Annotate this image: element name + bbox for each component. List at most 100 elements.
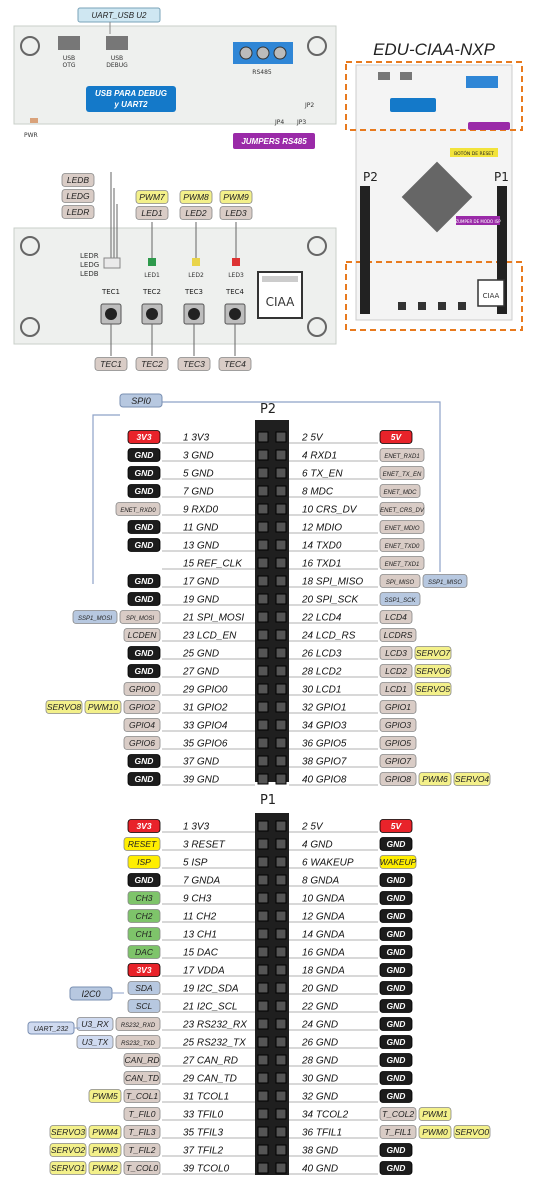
p2-pin	[257, 449, 269, 461]
p2-pin-label-left: 15 REF_CLK	[183, 559, 243, 570]
p1-tag-wakeup: WAKEUP	[379, 855, 417, 869]
p2-tag-servo4-box	[453, 772, 491, 786]
p1-tag-t-fil3: T_FIL3	[123, 1125, 161, 1139]
p1-pin-label-right: 6 WAKEUP	[302, 858, 354, 869]
rgb-tag-ledr-text: LEDR	[67, 207, 90, 217]
p2-tag-gnd-box	[127, 484, 161, 498]
jumpers-label: JUMPERS RS485	[241, 137, 307, 146]
p1-tag-gnd-text: GND	[387, 1145, 406, 1155]
p2-tag-gpio2-text: GPIO2	[129, 702, 155, 712]
p1-pin-label-right: 20 GND	[301, 984, 338, 995]
p1-pin	[257, 820, 269, 832]
p2-tag-lcd3-text: LCD3	[385, 648, 407, 658]
p1-tag-t-fil2: T_FIL2	[123, 1143, 161, 1157]
tec-tag-tec1-box	[94, 357, 128, 371]
p1-tag-ch3: CH3	[127, 891, 161, 905]
p2-pin-label-left: 33 GPIO4	[183, 721, 228, 732]
p1-pin	[275, 910, 287, 922]
p2-tag-enet-txd0: ENET_TXD0	[379, 538, 425, 552]
p1-tag-pwm4: PWM4	[88, 1125, 122, 1139]
p2-tag-enet-crs-dv-text: ENET_CRS_DV	[380, 508, 425, 514]
p2-tag-gnd-box	[127, 772, 161, 786]
p2-tag-servo5-box	[414, 682, 452, 696]
p2-pin-label-left: 1 3V3	[183, 433, 210, 444]
p2-tag-servo4-text: SERVO4	[455, 774, 490, 784]
p2-tag-enet-txd1-box	[379, 556, 425, 570]
board-title: EDU-CIAA-NXP	[373, 40, 496, 59]
p1-tag-servo0-text: SERVO0	[455, 1127, 490, 1137]
p1-tag-gnd-box	[379, 873, 413, 887]
tec-label-tec4: TEC4	[225, 288, 245, 296]
p1-pin	[257, 1018, 269, 1030]
p1-tag-can-rd: CAN_RD	[123, 1053, 161, 1067]
p2-tag-lcden-box	[123, 628, 161, 642]
rgb-tag-ledr: LEDR	[61, 205, 95, 219]
tec-tag-tec3: TEC3	[177, 357, 211, 371]
p1-tag-scl-box	[127, 999, 161, 1013]
p1-tag-can-rd-box	[123, 1053, 161, 1067]
p2-tag-lcd2-text: LCD2	[385, 666, 407, 676]
p1-tag-pwm1: PWM1	[418, 1107, 452, 1121]
p1-tag-pwm1-text: PWM1	[422, 1109, 448, 1119]
p1-tag-servo1-box	[49, 1161, 87, 1175]
p1-tag-5v-text: 5V	[391, 821, 403, 831]
p1-tag-ch1-box	[127, 927, 161, 941]
mcu-chip	[401, 161, 473, 233]
jp4-label: JP4	[274, 119, 284, 126]
p1-pin	[257, 1162, 269, 1174]
p1-pin-label-left: 7 GNDA	[183, 876, 221, 887]
p2-pin	[257, 701, 269, 713]
p2-tag-servo6: SERVO6	[414, 664, 452, 678]
p1-pin	[275, 856, 287, 868]
p2-tag-gpio0: GPIO0	[123, 682, 161, 696]
p2-tag-ssp1-sck-text: SSP1_SCK	[384, 598, 416, 604]
p2-pin-label-right: 28 LCD2	[301, 667, 342, 678]
p2-pin	[275, 755, 287, 767]
mini-p1-label: P1	[494, 170, 509, 184]
p2-tag-5v: 5V	[379, 430, 413, 444]
p1-tag-isp: ISP	[127, 855, 161, 869]
p1-pin	[275, 1036, 287, 1048]
p1-tag-sda: SDA	[127, 981, 161, 995]
p2-pin-label-right: 30 LCD1	[302, 685, 341, 696]
p1-tag-gnd-box	[379, 909, 413, 923]
p1-tag-gnd: GND	[379, 909, 413, 923]
p1-pin-label-right: 8 GNDA	[302, 876, 340, 887]
p2-tag-gnd-text: GND	[135, 522, 154, 532]
p1-pin-label-left: 17 VDDA	[183, 966, 225, 977]
p1-tag-gnd-box	[379, 837, 413, 851]
jp2-label: JP2	[304, 102, 314, 109]
p1-pin-label-left: 35 TFIL3	[183, 1128, 223, 1139]
p1-tag-wakeup-text: WAKEUP	[380, 857, 417, 867]
p2-tag-ssp1-mosi-box	[72, 610, 118, 624]
p2-tag-gpio5-text: GPIO5	[385, 738, 411, 748]
p1-tag-dac-box	[127, 945, 161, 959]
p1-pin-label-right: 30 GND	[302, 1074, 338, 1085]
p1-pin-label-left: 3 RESET	[183, 840, 226, 851]
p1-tag-t-fil1-box	[379, 1125, 417, 1139]
p1-pin-label-right: 22 GND	[301, 1002, 338, 1013]
tec-label-tec3: TEC3	[184, 288, 203, 296]
p2-tag-enet-tx-en: ENET_TX_EN	[379, 466, 425, 480]
p1-pin	[275, 1144, 287, 1156]
p1-pin-label-right: 10 GNDA	[302, 894, 345, 905]
p1-tag-t-col1-text: T_COL1	[126, 1091, 158, 1101]
p2-tag-enet-mdio: ENET_MDIO	[379, 520, 425, 534]
usb-note-2: y UART2	[113, 100, 148, 109]
p1-tag-gnd-text: GND	[387, 1163, 406, 1173]
p1-tag-rs232-txd: RS232_TXD	[115, 1035, 161, 1049]
p2-tag-enet-mdc: ENET_MDC	[379, 484, 421, 498]
p2-tag-enet-mdio-box	[379, 520, 425, 534]
p1-tag-u3-rx: U3_RX	[76, 1017, 114, 1031]
p1-tag-reset-text: RESET	[128, 839, 157, 849]
p1-tag-ch3-box	[127, 891, 161, 905]
p2-tag-enet-rxd0-box	[115, 502, 161, 516]
p2-tag-gnd: GND	[127, 484, 161, 498]
p1-tag-pwm4-text: PWM4	[92, 1127, 118, 1137]
